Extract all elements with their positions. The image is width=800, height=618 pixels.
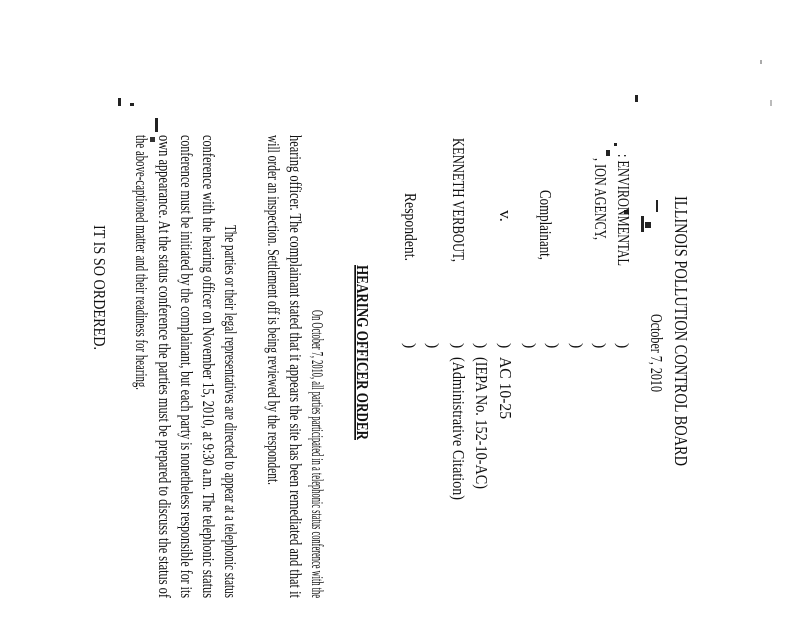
respondent-role: Respondent.	[401, 193, 420, 261]
svg-text:On October 7, 2010, all partie: On October 7, 2010, all parties particip…	[308, 310, 327, 598]
caption-parentheses: ) ) ) ) ) ) ) ) ) )	[401, 343, 631, 348]
svg-text:): )	[449, 343, 466, 348]
svg-text:): )	[568, 343, 585, 348]
svg-text:): )	[401, 343, 418, 348]
svg-text:): )	[614, 343, 631, 348]
paragraph-1: On October 7, 2010, all parties particip…	[264, 135, 327, 598]
svg-text:): )	[472, 343, 489, 348]
svg-text:): )	[424, 343, 441, 348]
svg-text:hearing officer. The complain: hearing officer. The complainant stated …	[286, 135, 305, 598]
svg-text:conference must be initiated b: conference must be initiated by the comp…	[177, 135, 196, 598]
versus: v.	[496, 210, 515, 222]
svg-text:own appearance. At the status: own appearance. At the status conference…	[155, 135, 174, 598]
svg-text:): )	[521, 343, 538, 348]
paragraph-2: The parties or their legal representativ…	[132, 135, 240, 598]
complainant-name-line2: , ION AGENCY,	[591, 158, 610, 240]
closing-statement: IT IS SO ORDERED.	[90, 225, 109, 350]
svg-text:): )	[591, 343, 608, 348]
case-type: (Administrative Citation)	[449, 357, 468, 500]
svg-text:conference with the hearing of: conference with the hearing officer on N…	[199, 135, 218, 598]
svg-text:The parties or their legal rep: The parties or their legal representativ…	[221, 225, 240, 598]
svg-text:): )	[496, 343, 513, 348]
respondent-name: KENNETH VERBOUT,	[449, 138, 468, 262]
case-number: AC 10-25	[496, 357, 515, 419]
svg-text:the above-captioned matter and: the above-captioned matter and their rea…	[132, 135, 151, 390]
complainant-name-line1: : ENVIRONMENTAL	[614, 154, 633, 266]
complainant-role: Complainant,	[536, 190, 555, 260]
document-date: October 7, 2010	[647, 314, 666, 392]
board-title: ILLINOIS POLLUTION CONTROL BOARD	[671, 196, 691, 466]
svg-text:will order an inspection. Set: will order an inspection. Settlement off…	[264, 135, 283, 485]
order-heading: HEARING OFFICER ORDER	[353, 265, 372, 441]
iepa-number: (IEPA No. 152-10-AC)	[472, 357, 491, 489]
scan-marks	[118, 60, 772, 232]
svg-text:): )	[544, 343, 561, 348]
